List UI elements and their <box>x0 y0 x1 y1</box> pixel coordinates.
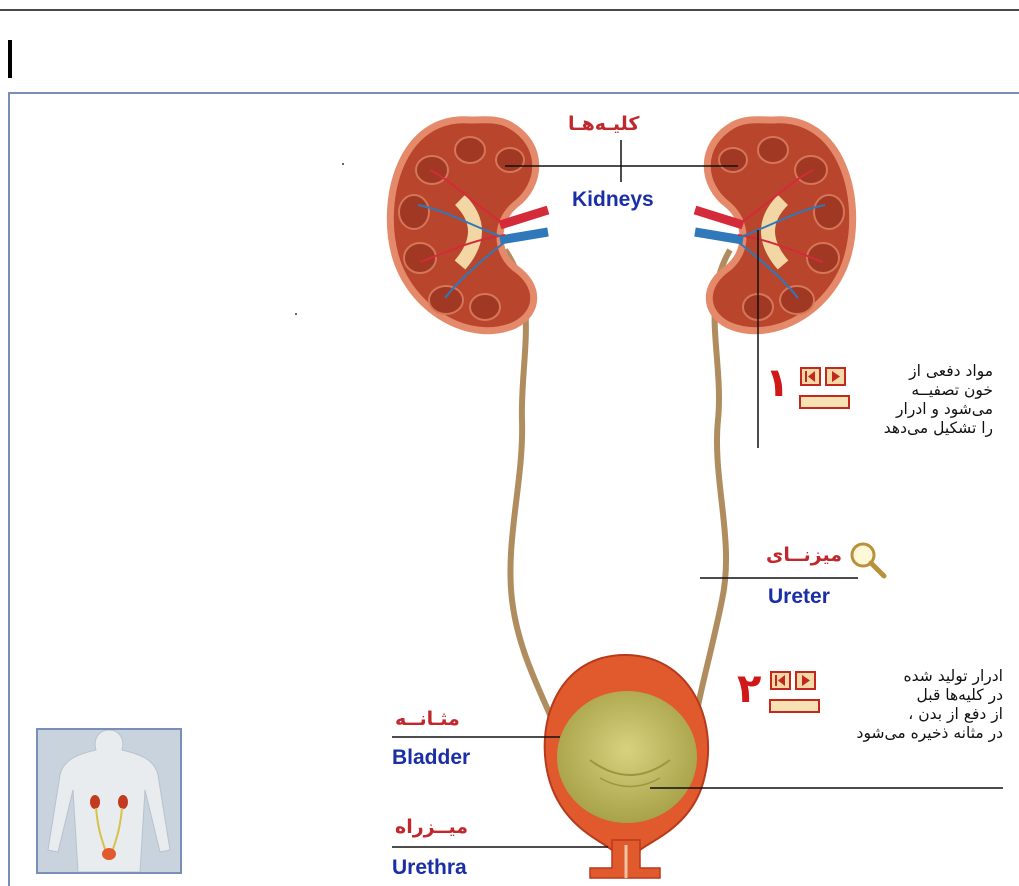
body-urinary-system-thumbnail[interactable] <box>36 728 182 874</box>
step1-progress-bar[interactable] <box>799 395 850 409</box>
step1-number: ۱ <box>765 360 789 406</box>
bladder-label-fa: مثـانــه <box>395 708 460 730</box>
right-kidney <box>695 120 853 331</box>
bladder-shape <box>545 655 708 850</box>
ureter-label-fa: میزنــای <box>766 544 842 566</box>
left-kidney <box>390 120 548 331</box>
urethra-label-en: Urethra <box>392 856 467 880</box>
magnifier-icon[interactable] <box>848 540 888 580</box>
step1-controls <box>797 367 851 413</box>
bladder-label-en: Bladder <box>392 746 470 770</box>
play-icon[interactable] <box>795 671 816 690</box>
step2-number: ۲ <box>737 666 761 712</box>
step2-progress-bar[interactable] <box>769 699 820 713</box>
ureter-label-en: Ureter <box>768 585 830 609</box>
skip-back-icon[interactable] <box>800 367 821 386</box>
skip-back-icon[interactable] <box>770 671 791 690</box>
kidneys-label-fa: کلیـه‌هـا <box>568 113 639 135</box>
step2-controls <box>767 671 821 717</box>
step1-text: مواد دفعی از خون تصفیــه می‌شود و ادرار … <box>858 362 993 438</box>
kidneys-label-en: Kidneys <box>572 188 654 212</box>
play-icon[interactable] <box>825 367 846 386</box>
urethra-label-fa: میــزراه <box>395 816 468 838</box>
step2-text: ادرار تولید شده در کلیه‌ها قبل از دفع از… <box>825 667 1003 743</box>
urethra-shape <box>590 840 660 878</box>
